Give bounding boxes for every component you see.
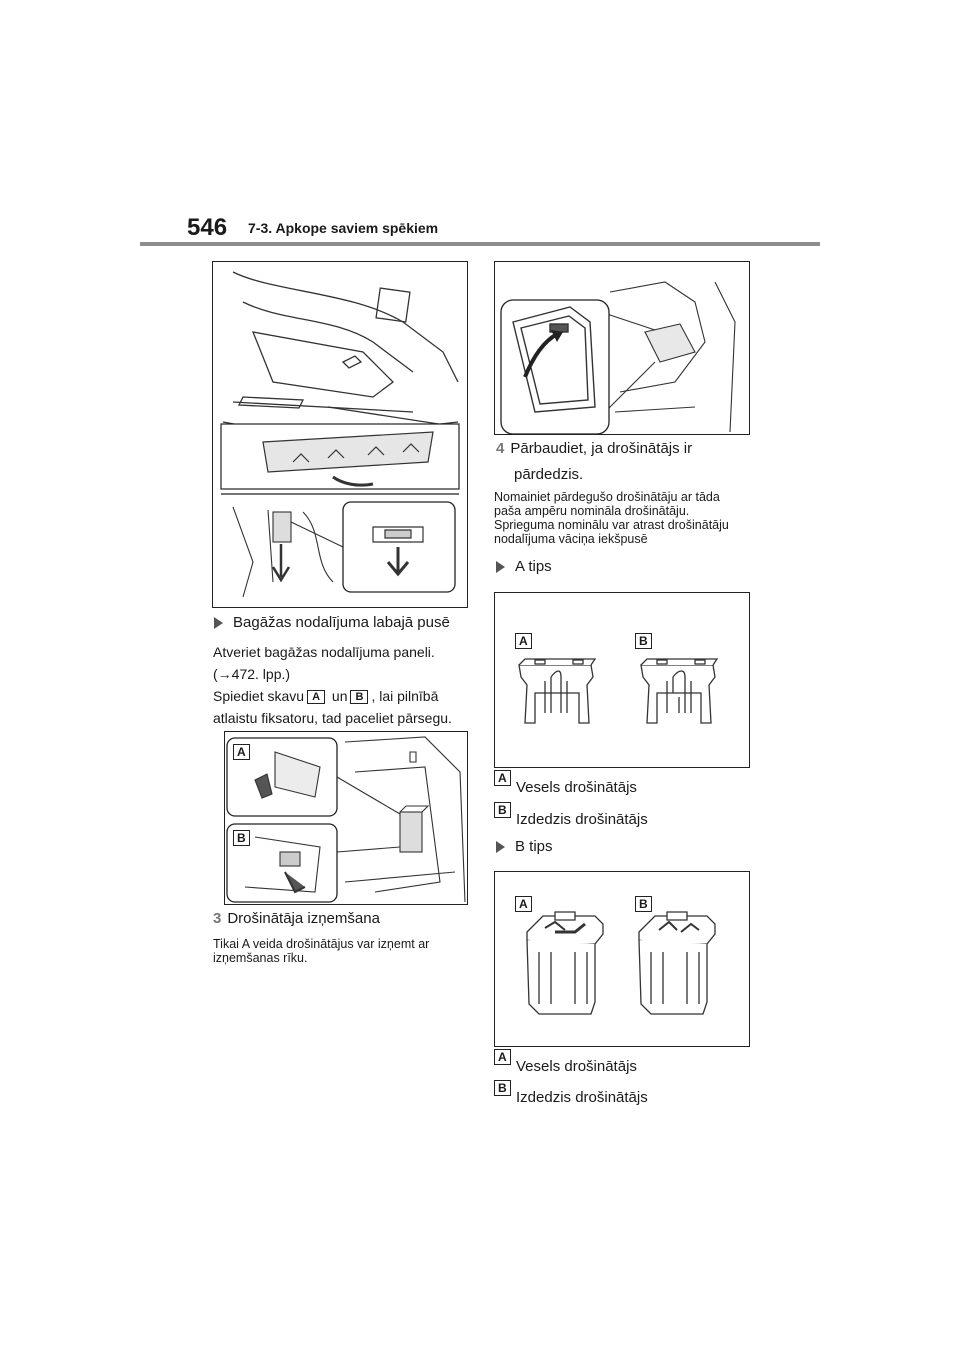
header-rule xyxy=(140,242,820,246)
fuse-puller-illustration xyxy=(494,261,750,435)
legend-good-fuse-a: A Vesels drošinātājs xyxy=(494,770,734,798)
replacement-note-line-1: Nomainiet pārdegušo drošinātāju ar tāda xyxy=(494,490,720,504)
legend-good-text: Vesels drošinātājs xyxy=(516,1058,637,1075)
type-a-heading: A tips xyxy=(496,556,552,578)
step-4-heading: 4 Pārbaudiet, ja drošinātājs ir pārdedzis… xyxy=(496,438,692,486)
step-4-title-line-2: pārdedzis. xyxy=(514,466,584,483)
fuse-b-label: B xyxy=(635,896,652,912)
step-3-number: 3 xyxy=(213,910,222,927)
replacement-note-line-2: paša ampēru nomināla drošinātāju. xyxy=(494,504,690,518)
clip-a-label: A xyxy=(307,690,326,705)
instruction-paragraph: Atveriet bagāžas nodalījuma paneli. (→47… xyxy=(213,641,452,729)
legend-label-b: B xyxy=(494,1080,511,1096)
legend-good-fuse-b: A Vesels drošinātājs xyxy=(494,1049,734,1077)
callout-label-a: A xyxy=(233,744,250,760)
fuse-cover-illustration: A B xyxy=(224,731,468,905)
instruction-line-3-post: , lai pilnībā xyxy=(371,688,439,704)
luggage-panel-drawing xyxy=(220,271,460,598)
instruction-line-3-mid: un xyxy=(331,688,348,704)
fuse-a-label: A xyxy=(515,896,532,912)
replacement-note: Nomainiet pārdegušo drošinātāju ar tāda … xyxy=(494,490,729,546)
legend-blown-text: Izdedzis drošinātājs xyxy=(516,811,648,828)
legend-label-b: B xyxy=(494,802,511,818)
type-b-heading-text: B tips xyxy=(515,838,553,855)
fuse-b-label: B xyxy=(635,633,652,649)
fuse-cover-drawing xyxy=(226,736,466,903)
bullet-heading-luggage: Bagāžas nodalījuma labajā pusē xyxy=(214,612,450,634)
bullet-triangle-icon xyxy=(496,841,505,854)
legend-blown-text: Izdedzis drošinātājs xyxy=(516,1089,648,1106)
step-3-note-line-2: izņemšanas rīku. xyxy=(213,951,308,965)
step-3-note: Tikai A veida drošinātājus var izņemt ar… xyxy=(213,937,429,965)
instruction-line-4: atlaistu fiksatoru, tad paceliet pārsegu… xyxy=(213,710,452,726)
fuse-a-label: A xyxy=(515,633,532,649)
step-4-number: 4 xyxy=(496,440,505,457)
page-number: 546 xyxy=(187,214,228,241)
legend-label-a: A xyxy=(494,770,511,786)
type-b-heading: B tips xyxy=(496,836,553,858)
step-3-heading: 3 Drošinātāja izņemšana xyxy=(213,908,380,930)
legend-blown-fuse-b: B Izdedzis drošinātājs xyxy=(494,1080,734,1108)
callout-label-b: B xyxy=(233,830,250,846)
clip-b-label: B xyxy=(350,690,369,705)
bullet-triangle-icon xyxy=(214,617,223,630)
type-b-fuse-illustration: A B xyxy=(494,871,750,1047)
luggage-panel-illustration xyxy=(212,261,468,608)
step-3-title: Drošinātāja izņemšana xyxy=(227,910,380,927)
type-a-fuse-drawing xyxy=(518,658,719,724)
section-title: 7-3. Apkope saviem spēkiem xyxy=(248,220,439,236)
legend-blown-fuse-a: B Izdedzis drošinātājs xyxy=(494,802,734,830)
page-reference-link[interactable]: (→472. lpp.) xyxy=(213,666,291,682)
step-4-title-line-1: Pārbaudiet, ja drošinātājs ir xyxy=(510,440,693,457)
fuse-puller-drawing xyxy=(500,281,736,434)
instruction-line-3-pre: Spiediet skavu xyxy=(213,688,305,704)
bullet-triangle-icon xyxy=(496,561,505,574)
replacement-note-line-3: Sprieguma nominālu var atrast drošinātāj… xyxy=(494,518,729,532)
instruction-line-1: Atveriet bagāžas nodalījuma paneli. xyxy=(213,644,435,660)
legend-label-a: A xyxy=(494,1049,511,1065)
type-a-fuse-illustration: A B xyxy=(494,592,750,768)
step-3-note-line-1: Tikai A veida drošinātājus var izņemt ar xyxy=(213,937,430,951)
legend-good-text: Vesels drošinātājs xyxy=(516,779,637,796)
replacement-note-line-4: nodalījuma vāciņa iekšpusē xyxy=(494,532,648,546)
type-a-heading-text: A tips xyxy=(515,558,552,575)
type-b-fuse-drawing xyxy=(526,911,716,1015)
bullet-heading-text: Bagāžas nodalījuma labajā pusē xyxy=(233,614,450,631)
